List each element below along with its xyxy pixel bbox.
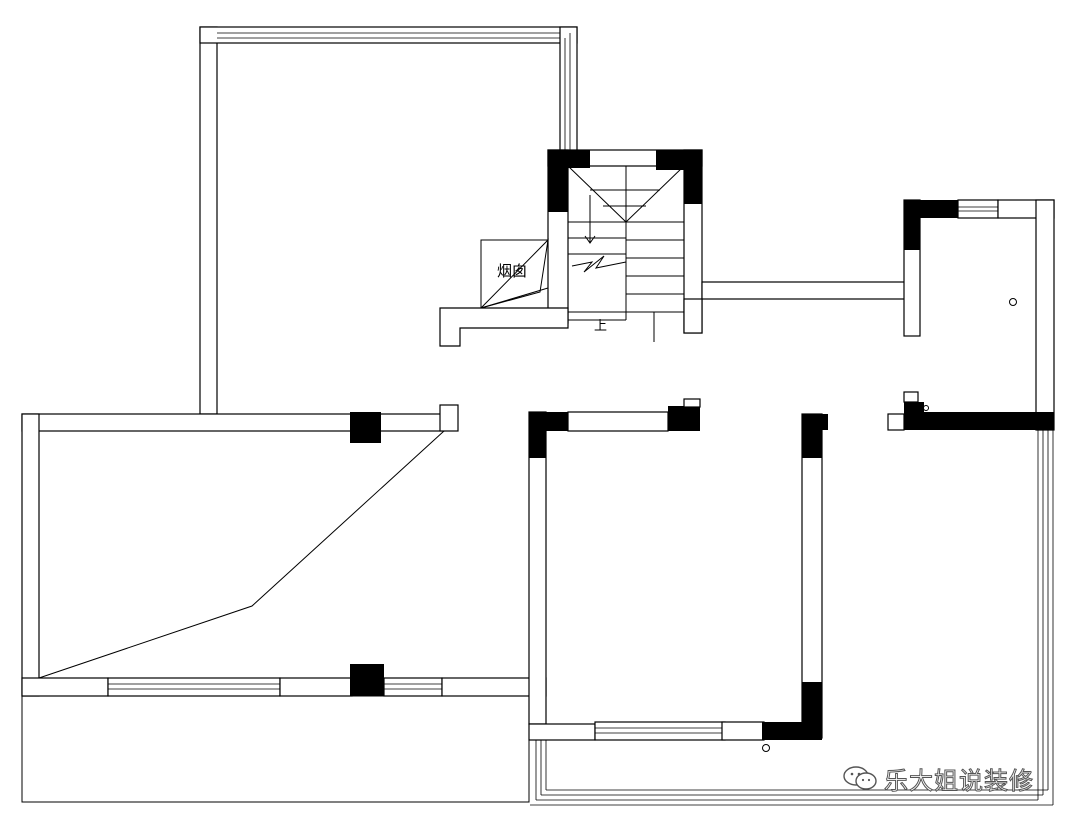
center-room <box>528 398 828 752</box>
lr-top-column <box>350 412 381 443</box>
watermark: 乐大姐说装修 <box>842 760 1034 796</box>
corridor-bottom-wall <box>683 298 703 334</box>
cr-left-wall <box>528 411 547 725</box>
upper-right-room <box>887 199 1055 431</box>
ur-bottom-wall <box>904 412 1054 430</box>
cr-bottom-window <box>594 721 726 741</box>
lr-bottom-wall-left <box>21 677 109 697</box>
watermark-text: 乐大姐说装修 <box>884 766 1034 795</box>
lr-diagonal <box>38 430 445 679</box>
left-room <box>21 404 547 803</box>
lr-window-left <box>107 677 281 697</box>
cr-drain-icon <box>762 744 770 752</box>
chimney-wall <box>439 307 569 347</box>
cr-column-r2 <box>802 414 822 458</box>
lr-bottom-wall-mid <box>279 677 353 697</box>
cr-column-tl2 <box>529 412 546 458</box>
staircase: 上 <box>547 149 703 342</box>
lr-bottom-column <box>350 664 384 696</box>
ur-column-tl2 <box>904 200 920 250</box>
lr-top-stub <box>439 404 459 432</box>
ur-small-box <box>903 391 919 403</box>
terrace-right-railing <box>559 26 578 154</box>
stair-column-tl2 <box>548 150 568 212</box>
stair-column-tr2 <box>684 150 702 204</box>
wechat-icon <box>843 766 877 790</box>
cr-top-stub <box>683 398 701 408</box>
ur-bottom-column <box>904 402 924 430</box>
terrace-top-railing <box>199 26 578 44</box>
ur-top-window <box>957 199 999 219</box>
lower-left-terrace <box>21 695 530 803</box>
chimney: 烟囱 <box>439 238 569 347</box>
chimney-label: 烟囱 <box>497 262 527 280</box>
corridor <box>683 281 906 334</box>
ur-drain-icon <box>1009 298 1017 306</box>
lr-left-wall <box>21 413 40 697</box>
ur-right-wall <box>1035 199 1055 431</box>
stair-up-label: 上 <box>594 319 607 334</box>
right-balcony <box>530 430 1054 806</box>
ur-bottom-stub <box>887 413 905 431</box>
upper-terrace <box>199 26 578 415</box>
lr-window-right <box>383 677 443 697</box>
corridor-top-wall <box>701 281 906 300</box>
cr-bottom-wall <box>528 723 596 741</box>
terrace-left-wall <box>199 26 218 415</box>
cr-bottom-wall-r <box>721 721 765 741</box>
cr-column-bottom <box>762 722 822 740</box>
cr-column-tr <box>668 406 700 431</box>
cr-top-wall <box>567 411 669 432</box>
ur-drain2-icon <box>923 405 929 411</box>
